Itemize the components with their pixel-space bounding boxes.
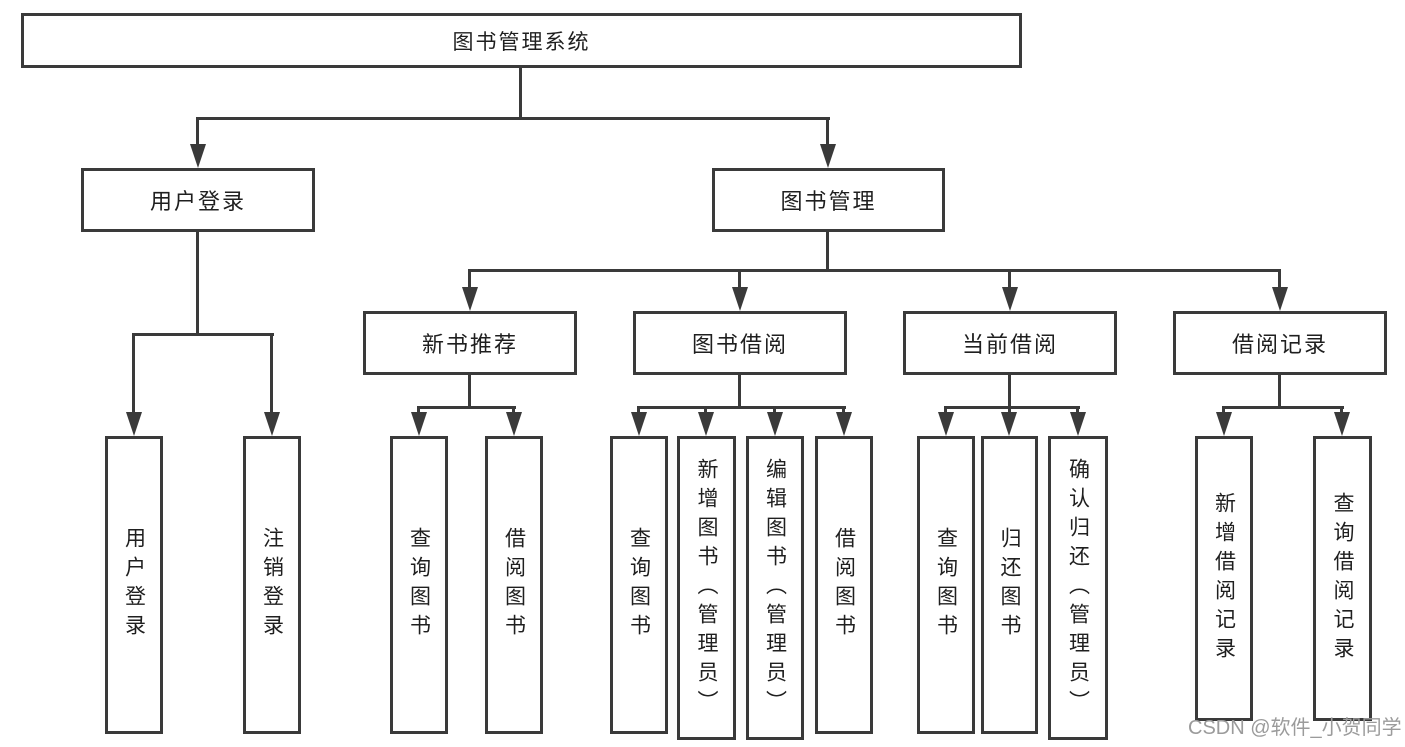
conn-bb-stem-4	[842, 406, 845, 414]
conn-bookmgmt-stem-4	[1278, 269, 1281, 288]
conn-root-stem-left	[196, 117, 199, 145]
conn-br-split	[1222, 406, 1344, 409]
node-leaf-cb-query-books: 查询图书	[917, 436, 975, 734]
node-leaf-bb-add-books-admin: 新增图书（管理员）	[677, 436, 736, 740]
node-label: 注销登录	[260, 527, 284, 643]
conn-cb-split	[944, 406, 1080, 409]
node-label: 编辑图书（管理员）	[763, 457, 787, 719]
csdn-watermark: CSDN @软件_小贺同学	[1188, 717, 1402, 739]
node-leaf-br-query-borrow-record: 查询借阅记录	[1313, 436, 1372, 721]
conn-cb-stem-3	[1076, 406, 1079, 414]
arrowhead-down-icon	[1001, 412, 1017, 436]
node-label: 用户登录	[122, 527, 146, 643]
conn-bookmgmt-split	[468, 269, 1281, 272]
node-leaf-logout: 注销登录	[243, 436, 301, 734]
arrowhead-down-icon	[732, 287, 748, 311]
conn-root-stem-right	[826, 117, 829, 145]
node-label: 新增图书（管理员）	[695, 457, 718, 719]
node-leaf-user-login: 用户登录	[105, 436, 163, 734]
arrowhead-down-icon	[1070, 412, 1086, 436]
conn-bookmgmt-stem-1	[468, 269, 471, 288]
node-leaf-bb-query-books: 查询图书	[610, 436, 668, 734]
node-book-borrow: 图书借阅	[633, 311, 847, 375]
node-label: 借阅图书	[832, 527, 856, 643]
node-leaf-cb-return-books: 归还图书	[981, 436, 1038, 734]
conn-bookmgmt-trunk	[826, 232, 829, 272]
conn-userlogin-stem-2	[270, 333, 273, 412]
node-label: 图书借阅	[691, 332, 788, 357]
arrowhead-down-icon	[698, 412, 714, 436]
arrowhead-down-icon	[1216, 412, 1232, 436]
conn-nbr-split	[417, 406, 516, 409]
node-book-management: 图书管理	[712, 168, 945, 232]
conn-userlogin-stem-1	[132, 333, 135, 412]
conn-bb-stem-3	[773, 406, 776, 414]
conn-bookmgmt-stem-2	[738, 269, 741, 288]
node-label: 图书管理	[780, 189, 877, 214]
node-leaf-cb-confirm-return-admin: 确认归还（管理员）	[1048, 436, 1108, 740]
conn-bb-trunk	[738, 375, 741, 408]
conn-userlogin-split	[132, 333, 274, 336]
conn-root-trunk	[519, 68, 522, 118]
node-label: 新书推荐	[421, 332, 518, 357]
conn-nbr-stem-2	[512, 406, 515, 414]
conn-bb-stem-1	[637, 406, 640, 414]
node-leaf-nbr-borrow-books: 借阅图书	[485, 436, 543, 734]
conn-bb-stem-2	[704, 406, 707, 414]
node-label: 图书管理系统	[452, 30, 591, 54]
node-label: 查询图书	[934, 527, 958, 643]
node-leaf-bb-borrow-books: 借阅图书	[815, 436, 873, 734]
arrowhead-down-icon	[938, 412, 954, 436]
conn-nbr-stem-1	[417, 406, 420, 414]
node-label: 确认归还（管理员）	[1066, 457, 1090, 719]
node-label: 用户登录	[149, 189, 246, 214]
node-current-borrow: 当前借阅	[903, 311, 1117, 375]
conn-br-stem-1	[1222, 406, 1225, 414]
arrowhead-down-icon	[836, 412, 852, 436]
arrowhead-down-icon	[264, 412, 280, 436]
node-label: 查询借阅记录	[1331, 491, 1354, 666]
conn-br-stem-2	[1340, 406, 1343, 414]
arrowhead-down-icon	[411, 412, 427, 436]
node-label: 查询图书	[627, 527, 651, 643]
arrowhead-down-icon	[1334, 412, 1350, 436]
arrowhead-down-icon	[1272, 287, 1288, 311]
node-label: 借阅图书	[502, 527, 526, 643]
arrowhead-down-icon	[506, 412, 522, 436]
conn-bookmgmt-stem-3	[1008, 269, 1011, 288]
node-library-management-system: 图书管理系统	[21, 13, 1022, 68]
node-label: 新增借阅记录	[1212, 491, 1236, 666]
arrowhead-down-icon	[462, 287, 478, 311]
conn-cb-stem-2	[1008, 406, 1011, 414]
conn-br-trunk	[1278, 375, 1281, 408]
node-label: 当前借阅	[961, 332, 1058, 357]
arrowhead-down-icon	[126, 412, 142, 436]
arrowhead-down-icon	[820, 144, 836, 168]
node-borrow-records: 借阅记录	[1173, 311, 1387, 375]
conn-nbr-trunk	[468, 375, 471, 408]
arrowhead-down-icon	[1002, 287, 1018, 311]
conn-cb-stem-1	[944, 406, 947, 414]
node-label: 查询图书	[407, 527, 431, 643]
arrowhead-down-icon	[631, 412, 647, 436]
node-leaf-nbr-query-books: 查询图书	[390, 436, 448, 734]
node-label: 借阅记录	[1231, 332, 1328, 357]
conn-cb-trunk	[1008, 375, 1011, 408]
conn-userlogin-trunk	[196, 232, 199, 335]
arrowhead-down-icon	[190, 144, 206, 168]
conn-root-split	[196, 117, 830, 120]
node-leaf-bb-edit-books-admin: 编辑图书（管理员）	[746, 436, 804, 740]
arrowhead-down-icon	[767, 412, 783, 436]
node-leaf-br-add-borrow-record: 新增借阅记录	[1195, 436, 1253, 721]
node-label: 归还图书	[998, 527, 1021, 643]
node-new-book-recommend: 新书推荐	[363, 311, 577, 375]
node-user-login: 用户登录	[81, 168, 315, 232]
conn-bb-split	[637, 406, 846, 409]
